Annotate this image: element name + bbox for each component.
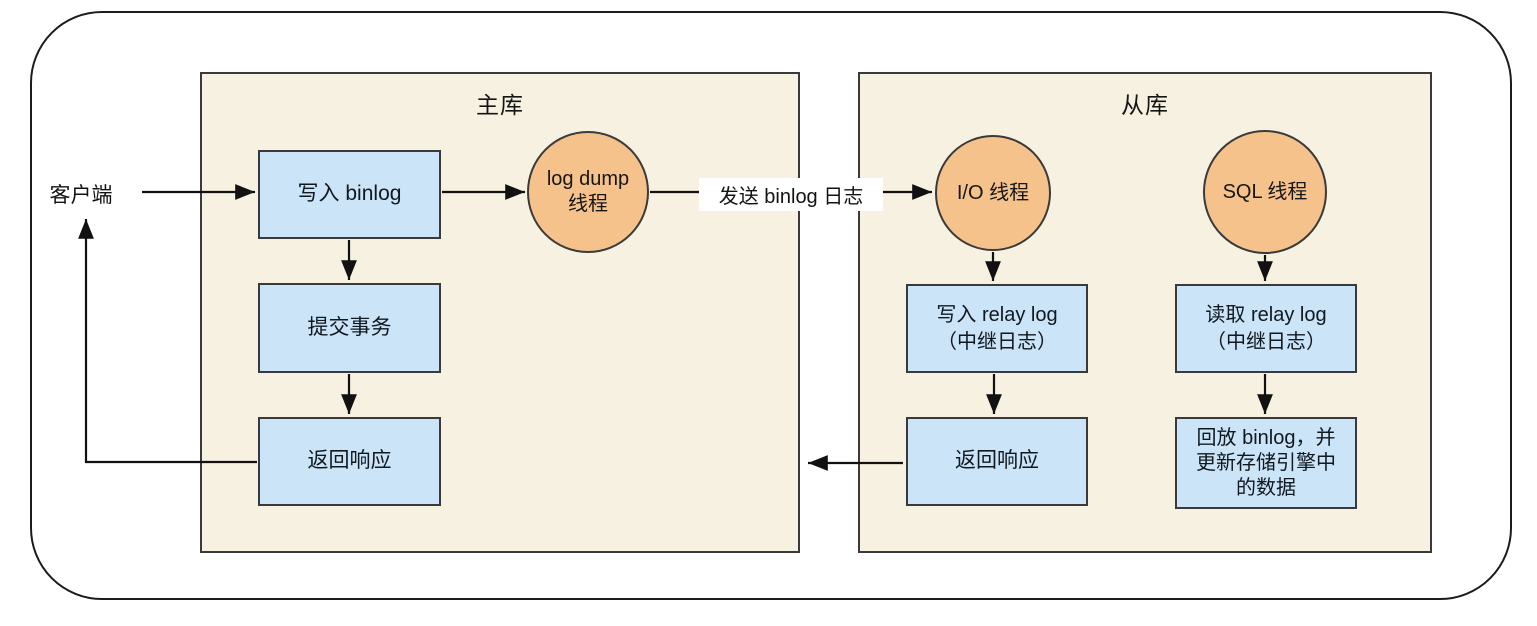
outer-rounded-frame	[30, 11, 1512, 600]
master-return-response-box: 返回响应	[258, 417, 441, 506]
replay-binlog-box: 回放 binlog，并 更新存储引擎中 的数据	[1175, 417, 1357, 509]
read-relay-log-box: 读取 relay log （中继日志）	[1175, 284, 1357, 373]
write-relay-log-box: 写入 relay log （中继日志）	[906, 284, 1088, 373]
write-binlog-box: 写入 binlog	[258, 150, 441, 239]
slave-return-response-box: 返回响应	[906, 417, 1088, 506]
arrow-master-return-to-client	[78, 219, 257, 464]
log-dump-thread-circle: log dump 线程	[527, 131, 649, 253]
send-binlog-log-label: 发送 binlog 日志	[699, 178, 883, 211]
io-thread-circle: I/O 线程	[935, 135, 1051, 251]
commit-transaction-box: 提交事务	[258, 283, 441, 373]
sql-thread-circle: SQL 线程	[1203, 130, 1327, 254]
slave-panel-title: 从库	[1121, 92, 1169, 118]
client-label: 客户端	[49, 184, 113, 207]
master-panel-title: 主库	[476, 92, 524, 118]
